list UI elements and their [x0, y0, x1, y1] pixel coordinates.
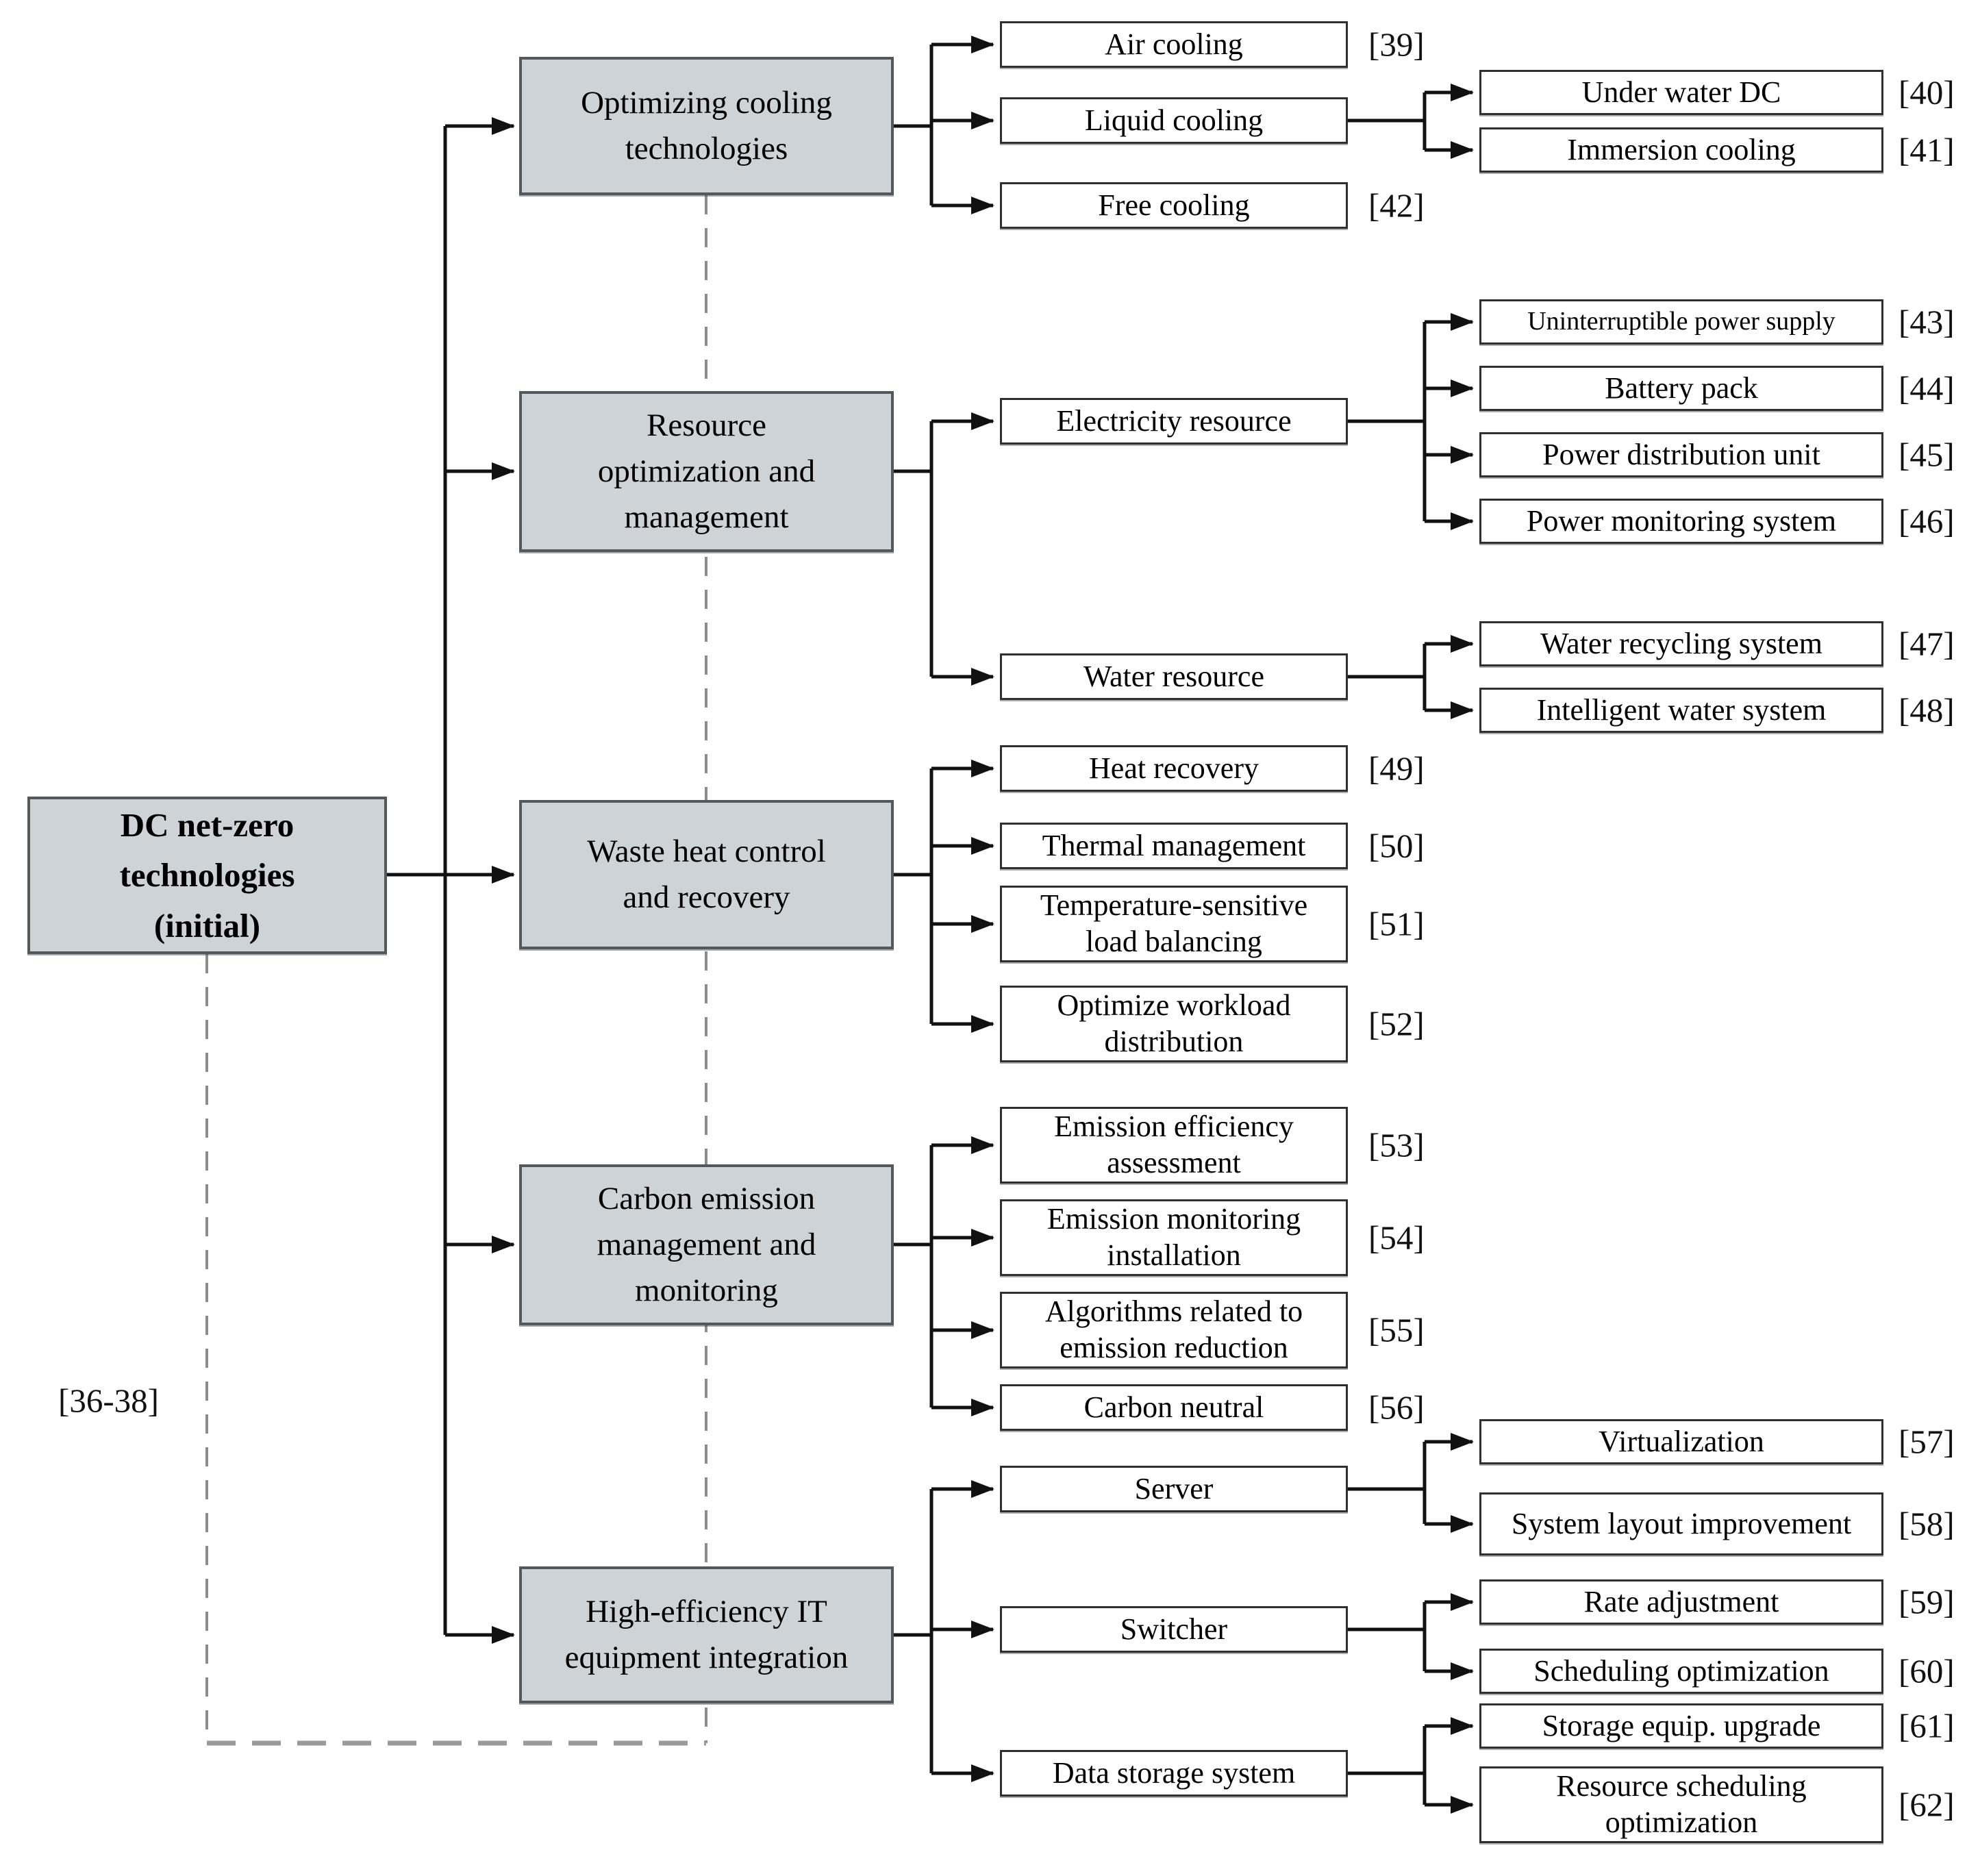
ref-40: [40]	[1898, 73, 1955, 112]
node-data-storage-system: Data storage system	[1000, 1750, 1348, 1797]
node-scheduling-optimization: Scheduling optimization	[1479, 1649, 1883, 1694]
ref-41: [41]	[1898, 131, 1955, 169]
ref-61: [61]	[1898, 1707, 1955, 1745]
node-power-distribution-unit: Power distribution unit	[1479, 432, 1883, 477]
ref-46: [46]	[1898, 502, 1955, 540]
node-storage-equip-upgrade: Storage equip. upgrade	[1479, 1703, 1883, 1749]
node-water-recycling-system: Water recycling system	[1479, 621, 1883, 666]
ref-59: [59]	[1898, 1583, 1955, 1621]
ref-42: [42]	[1368, 186, 1425, 225]
node-resource-scheduling-optimization: Resource scheduling optimization	[1479, 1766, 1883, 1843]
ref-43: [43]	[1898, 303, 1955, 341]
node-heat-recovery: Heat recovery	[1000, 745, 1348, 792]
category-waste-heat: Waste heat control and recovery	[519, 800, 894, 949]
node-free-cooling: Free cooling	[1000, 182, 1348, 229]
ref-50: [50]	[1368, 827, 1425, 865]
node-switcher: Switcher	[1000, 1606, 1348, 1653]
node-air-cooling: Air cooling	[1000, 21, 1348, 68]
ref-55: [55]	[1368, 1311, 1425, 1349]
node-uninterruptible-power-supply: Uninterruptible power supply	[1479, 299, 1883, 345]
ref-53: [53]	[1368, 1126, 1425, 1164]
node-power-monitoring-system: Power monitoring system	[1479, 499, 1883, 544]
node-algorithms-emission-reduction: Algorithms related to emission reduction	[1000, 1292, 1348, 1368]
node-temperature-sensitive-load-balancing: Temperature-sensitive load balancing	[1000, 886, 1348, 962]
ref-56: [56]	[1368, 1388, 1425, 1427]
ref-48: [48]	[1898, 691, 1955, 729]
node-under-water-dc: Under water DC	[1479, 70, 1883, 115]
ref-36-38: [36-38]	[58, 1381, 159, 1420]
node-emission-monitoring-installation: Emission monitoring installation	[1000, 1199, 1348, 1276]
node-battery-pack: Battery pack	[1479, 366, 1883, 411]
node-electricity-resource: Electricity resource	[1000, 398, 1348, 445]
node-system-layout-improvement: System layout improvement	[1479, 1492, 1883, 1555]
ref-58: [58]	[1898, 1505, 1955, 1543]
node-virtualization: Virtualization	[1479, 1419, 1883, 1464]
node-server: Server	[1000, 1466, 1348, 1512]
node-optimize-workload-distribution: Optimize workload distribution	[1000, 986, 1348, 1062]
category-resource-optimization: Resource optimization and management	[519, 391, 894, 552]
category-optimizing-cooling: Optimizing cooling technologies	[519, 57, 894, 195]
ref-52: [52]	[1368, 1005, 1425, 1043]
category-carbon-emission: Carbon emission management and monitorin…	[519, 1164, 894, 1325]
ref-62: [62]	[1898, 1786, 1955, 1824]
category-it-equipment: High-efficiency IT equipment integration	[519, 1566, 894, 1703]
ref-47: [47]	[1898, 625, 1955, 663]
ref-44: [44]	[1898, 369, 1955, 408]
ref-45: [45]	[1898, 436, 1955, 474]
node-emission-efficiency-assessment: Emission efficiency assessment	[1000, 1107, 1348, 1184]
node-rate-adjustment: Rate adjustment	[1479, 1579, 1883, 1625]
node-immersion-cooling: Immersion cooling	[1479, 127, 1883, 173]
node-intelligent-water-system: Intelligent water system	[1479, 688, 1883, 733]
node-thermal-management: Thermal management	[1000, 823, 1348, 869]
node-carbon-neutral: Carbon neutral	[1000, 1384, 1348, 1431]
ref-39: [39]	[1368, 25, 1425, 64]
node-water-resource: Water resource	[1000, 653, 1348, 700]
ref-60: [60]	[1898, 1652, 1955, 1690]
ref-49: [49]	[1368, 749, 1425, 788]
ref-51: [51]	[1368, 905, 1425, 943]
node-liquid-cooling: Liquid cooling	[1000, 97, 1348, 144]
ref-57: [57]	[1898, 1423, 1955, 1461]
root-node: DC net-zero technologies (initial)	[27, 797, 387, 954]
ref-54: [54]	[1368, 1218, 1425, 1257]
